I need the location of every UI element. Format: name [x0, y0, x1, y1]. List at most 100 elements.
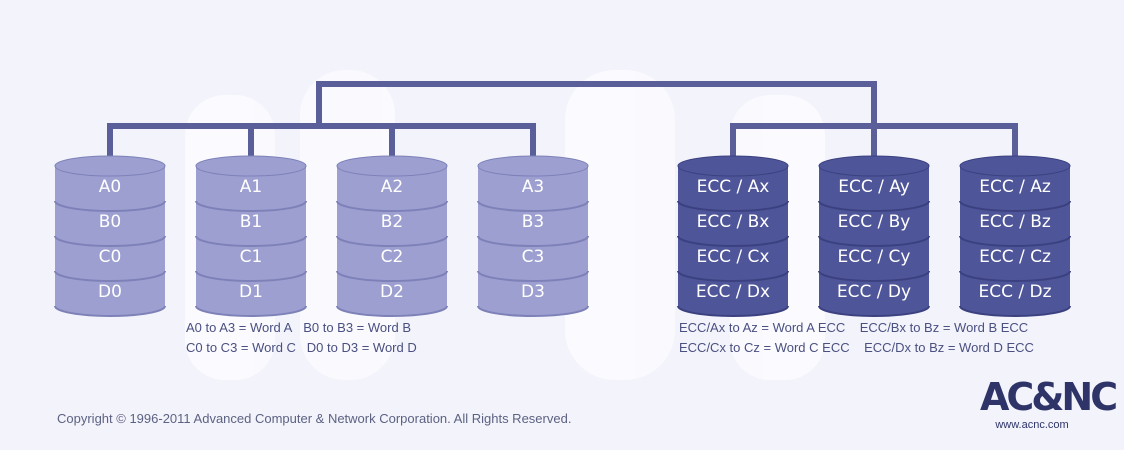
disk-segment — [337, 236, 447, 281]
disk-block-label: ECC / Az — [979, 177, 1051, 197]
ecc-note-line-1: ECC/Ax to Az = Word A ECC ECC/Bx to Bz =… — [679, 318, 1028, 338]
disk-segment-edge — [54, 235, 166, 247]
disk-block-label: B1 — [240, 212, 262, 232]
disk-top-cap — [677, 155, 789, 177]
disk-segment — [478, 201, 588, 246]
disk-block-label: B0 — [99, 212, 121, 232]
disk-segment-edge — [818, 200, 930, 212]
disk-segment — [196, 271, 306, 316]
disk-block-label: B3 — [522, 212, 544, 232]
disk-block-label: ECC / Cz — [979, 247, 1051, 267]
disk-segment-edge — [959, 235, 1071, 247]
disk-segment-edge — [677, 200, 789, 212]
disk-segment-edge — [677, 235, 789, 247]
disk-block-label: D3 — [521, 282, 545, 302]
disk-block-label: C2 — [381, 247, 404, 267]
disk-block-label: A3 — [522, 177, 544, 197]
disk-segment — [678, 201, 788, 246]
note-word-a: A0 to A3 = Word A — [186, 320, 293, 335]
disk-segment — [678, 166, 788, 211]
disk-segment-edge — [477, 235, 589, 247]
disk-block-label: A0 — [99, 177, 121, 197]
disk-segment — [819, 201, 929, 246]
disk-segment — [960, 236, 1070, 281]
disk-block-label: ECC / Dy — [837, 282, 911, 302]
disk-segment — [55, 271, 165, 316]
disk-segment-edge — [195, 305, 307, 317]
disk-segment — [478, 271, 588, 316]
disk-segment — [337, 271, 447, 316]
disk-segment-edge — [477, 270, 589, 282]
disk-segment — [678, 271, 788, 316]
disk-segment — [960, 166, 1070, 211]
disk-block-label: ECC / Ax — [697, 177, 770, 197]
disk-segment — [196, 166, 306, 211]
disk-segment-edge — [54, 270, 166, 282]
note-word-c: C0 to C3 = Word C — [186, 340, 296, 355]
disk-segment-edge — [336, 235, 448, 247]
disk-segment — [819, 271, 929, 316]
disk-segment-edge — [54, 200, 166, 212]
data-note-line-2: C0 to C3 = Word C D0 to D3 = Word D — [186, 338, 417, 358]
disk-block-label: D2 — [380, 282, 404, 302]
disk-segment-edge — [336, 200, 448, 212]
disk-segment-edge — [959, 305, 1071, 317]
disk-segment-edge — [677, 305, 789, 317]
disk-segment-edge — [959, 200, 1071, 212]
disk-segment-edge — [818, 305, 930, 317]
disk-block-label: ECC / Dz — [978, 282, 1051, 302]
disk-block-label: ECC / Bz — [979, 212, 1051, 232]
disk-segment-edge — [54, 305, 166, 317]
disk-segment — [196, 236, 306, 281]
copyright-text: Copyright © 1996-2011 Advanced Computer … — [57, 411, 572, 426]
disk-segment — [819, 166, 929, 211]
disk-segment-edge — [677, 270, 789, 282]
disk-segment — [960, 201, 1070, 246]
disk-segment-edge — [477, 200, 589, 212]
disk-block-label: ECC / By — [838, 212, 911, 232]
note-ecc-word-d: ECC/Dx to Bz = Word D ECC — [864, 340, 1034, 355]
disk-block-label: D1 — [239, 282, 263, 302]
logo-mark: AC&NC — [980, 375, 1118, 419]
logo-url: www.acnc.com — [995, 419, 1069, 431]
disk-segment — [55, 201, 165, 246]
disk-block-label: D0 — [98, 282, 122, 302]
disk-segment-edge — [818, 270, 930, 282]
disk-block-label: C3 — [522, 247, 545, 267]
disk-block-label: ECC / Cy — [838, 247, 911, 267]
disk-segment-edge — [959, 270, 1071, 282]
disk-top-cap — [959, 155, 1071, 177]
note-ecc-word-c: ECC/Cx to Cz = Word C ECC — [679, 340, 850, 355]
disk-top-cap — [195, 155, 307, 177]
note-ecc-word-b: ECC/Bx to Bz = Word B ECC — [859, 320, 1029, 335]
ecc-disk-2: ECC / Az ECC / Bz ECC / Cz ECC / Dz — [959, 155, 1071, 317]
disk-segment — [478, 236, 588, 281]
disk-block-label: C1 — [240, 247, 263, 267]
note-word-b: B0 to B3 = Word B — [303, 320, 411, 335]
note-ecc-word-a: ECC/Ax to Az = Word A ECC — [679, 320, 846, 335]
disk-segment-edge — [195, 270, 307, 282]
disk-segment — [960, 271, 1070, 316]
company-logo: AC&NC www.acnc.com — [980, 375, 1118, 440]
disk-top-cap — [336, 155, 448, 177]
disk-segment — [337, 201, 447, 246]
disk-block-label: ECC / Cx — [697, 247, 770, 267]
disk-segment — [819, 236, 929, 281]
disk-segment — [478, 166, 588, 211]
disk-segment — [55, 236, 165, 281]
disk-block-label: B2 — [381, 212, 403, 232]
disk-block-label: A2 — [381, 177, 403, 197]
disk-segment-edge — [477, 305, 589, 317]
ecc-note-line-2: ECC/Cx to Cz = Word C ECC ECC/Dx to Bz =… — [679, 338, 1034, 358]
disk-block-label: ECC / Dx — [696, 282, 770, 302]
disk-block-label: A1 — [240, 177, 262, 197]
disk-segment — [196, 201, 306, 246]
note-word-d: D0 to D3 = Word D — [306, 340, 417, 355]
